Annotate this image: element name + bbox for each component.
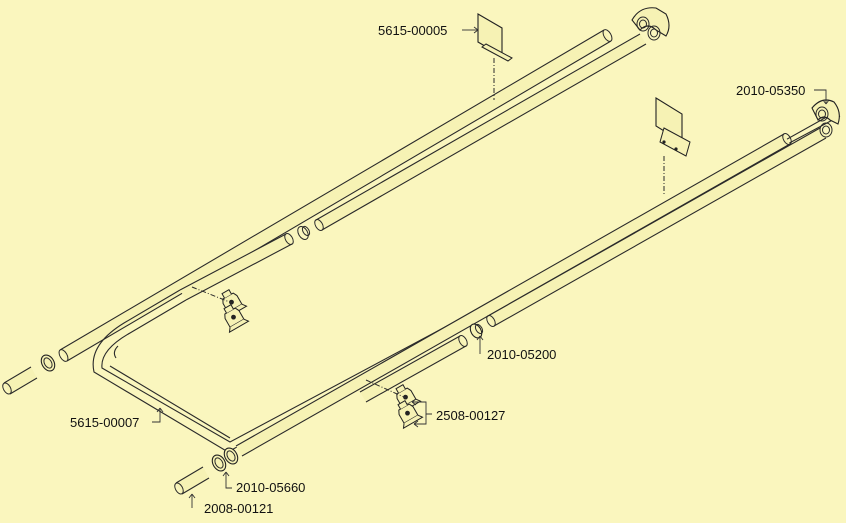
label-adapter-fitting: 2010-05660 bbox=[236, 480, 306, 495]
label-bracket-top: 5615-00005 bbox=[378, 23, 448, 38]
label-u-pipe: 5615-00007 bbox=[70, 415, 140, 430]
leader-lines bbox=[152, 26, 830, 508]
label-coupling-mid: 2010-05200 bbox=[487, 347, 557, 362]
upper-pipe-assembly bbox=[2, 7, 670, 395]
label-elbow-right: 2010-05350 bbox=[736, 83, 806, 98]
label-clamp-pair: 2508-00127 bbox=[436, 408, 506, 423]
label-nozzle-end: 2008-00121 bbox=[204, 501, 274, 516]
elbow-top-right bbox=[631, 7, 670, 41]
clamp-upper bbox=[191, 285, 250, 333]
clamp-lower bbox=[365, 379, 424, 429]
bracket-upper bbox=[477, 13, 513, 100]
bracket-lower bbox=[655, 97, 691, 196]
lower-pipe-assembly bbox=[174, 97, 840, 495]
u-pipe bbox=[92, 113, 841, 453]
